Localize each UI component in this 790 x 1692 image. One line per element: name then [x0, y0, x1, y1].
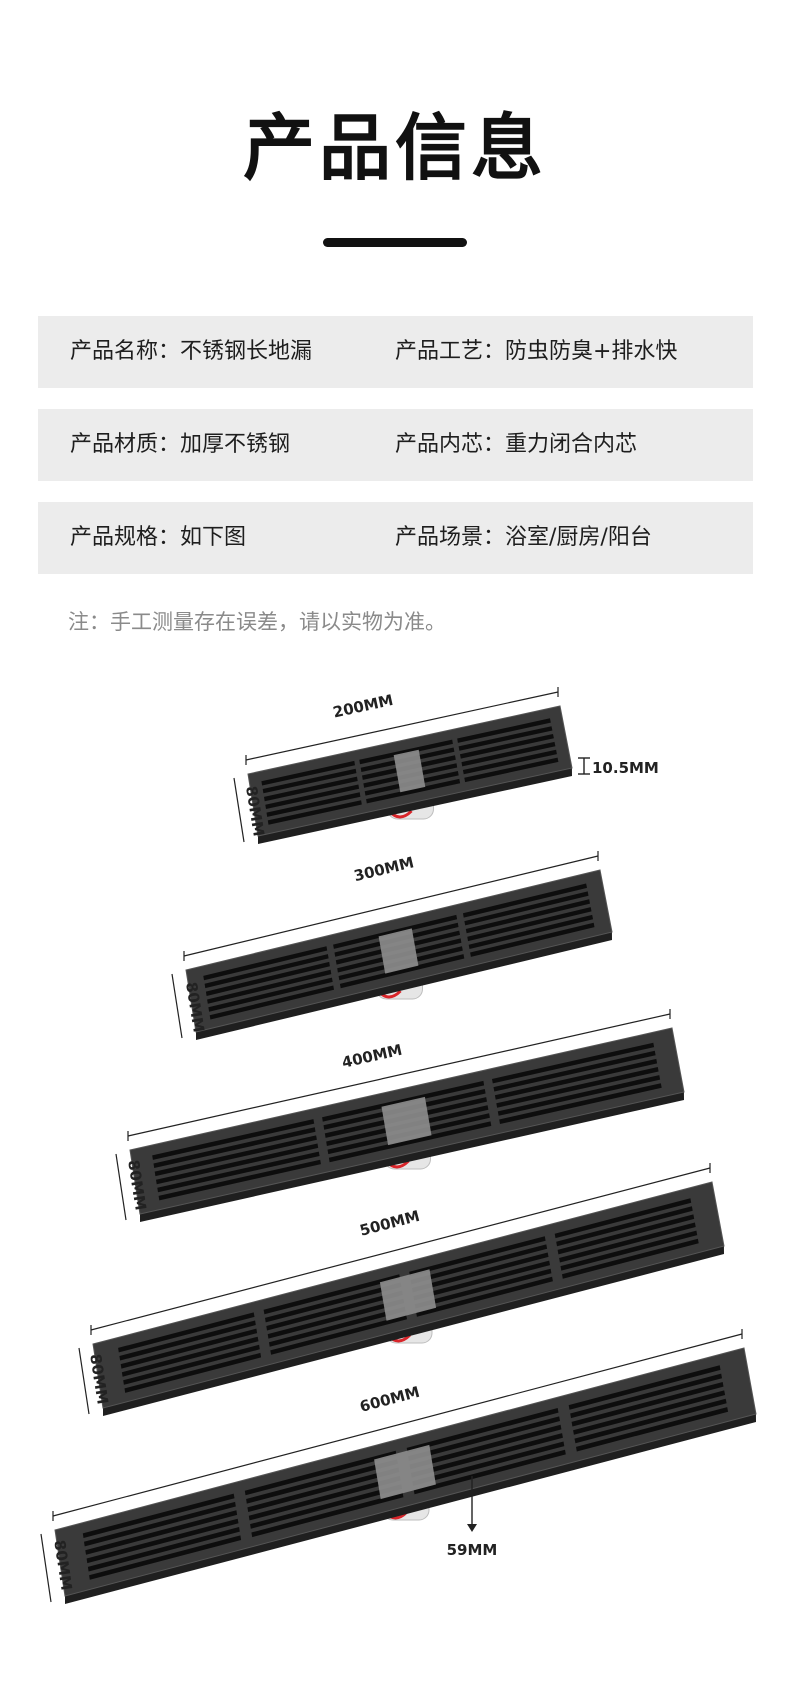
page-title: 产品信息: [242, 106, 547, 190]
spec-product-name: 产品名称：不锈钢长地漏: [70, 339, 313, 364]
drain-edge-4: [103, 1246, 724, 1416]
drain-edge-5: [65, 1414, 756, 1604]
drain-center-plate-3: [381, 1096, 432, 1146]
length-label-5: 600MM: [358, 1383, 422, 1416]
core-depth-dimension: 59MM: [447, 1476, 498, 1559]
drain-center-plate-4: [379, 1269, 437, 1321]
length-label-2: 300MM: [352, 853, 416, 885]
spec-row-3: 产品规格：如下图 产品场景：浴室/厨房/阳台: [38, 502, 753, 574]
drain-center-plate-1: [393, 749, 426, 793]
spec-product-material: 产品材质：加厚不锈钢: [70, 432, 291, 457]
thickness-dimension: 10.5MM: [578, 757, 659, 777]
spec-product-scene: 产品场景：浴室/厨房/阳台: [395, 525, 652, 550]
drain-center-plate-5: [374, 1444, 436, 1500]
spec-row-1: 产品名称：不锈钢长地漏 产品工艺：防虫防臭+排水快: [38, 316, 753, 388]
measurement-note: 注：手工测量存在误差，请以实物为准。: [68, 610, 446, 634]
drain-edge-3: [140, 1092, 684, 1222]
drain-center-plate-2: [378, 928, 419, 974]
title-underline: [323, 238, 467, 247]
length-label-4: 500MM: [358, 1207, 422, 1240]
spec-product-craft: 产品工艺：防虫防臭+排水快: [395, 339, 678, 364]
length-label-1: 200MM: [331, 691, 395, 722]
core-depth-label: 59MM: [447, 1541, 498, 1559]
thickness-label: 10.5MM: [592, 759, 659, 777]
drain-edge-2: [196, 932, 612, 1040]
spec-product-size: 产品规格：如下图: [70, 525, 247, 550]
spec-product-core: 产品内芯：重力闭合内芯: [395, 432, 638, 457]
drain-edge-1: [258, 768, 572, 844]
length-label-3: 400MM: [340, 1041, 404, 1072]
spec-row-2: 产品材质：加厚不锈钢 产品内芯：重力闭合内芯: [38, 409, 753, 481]
